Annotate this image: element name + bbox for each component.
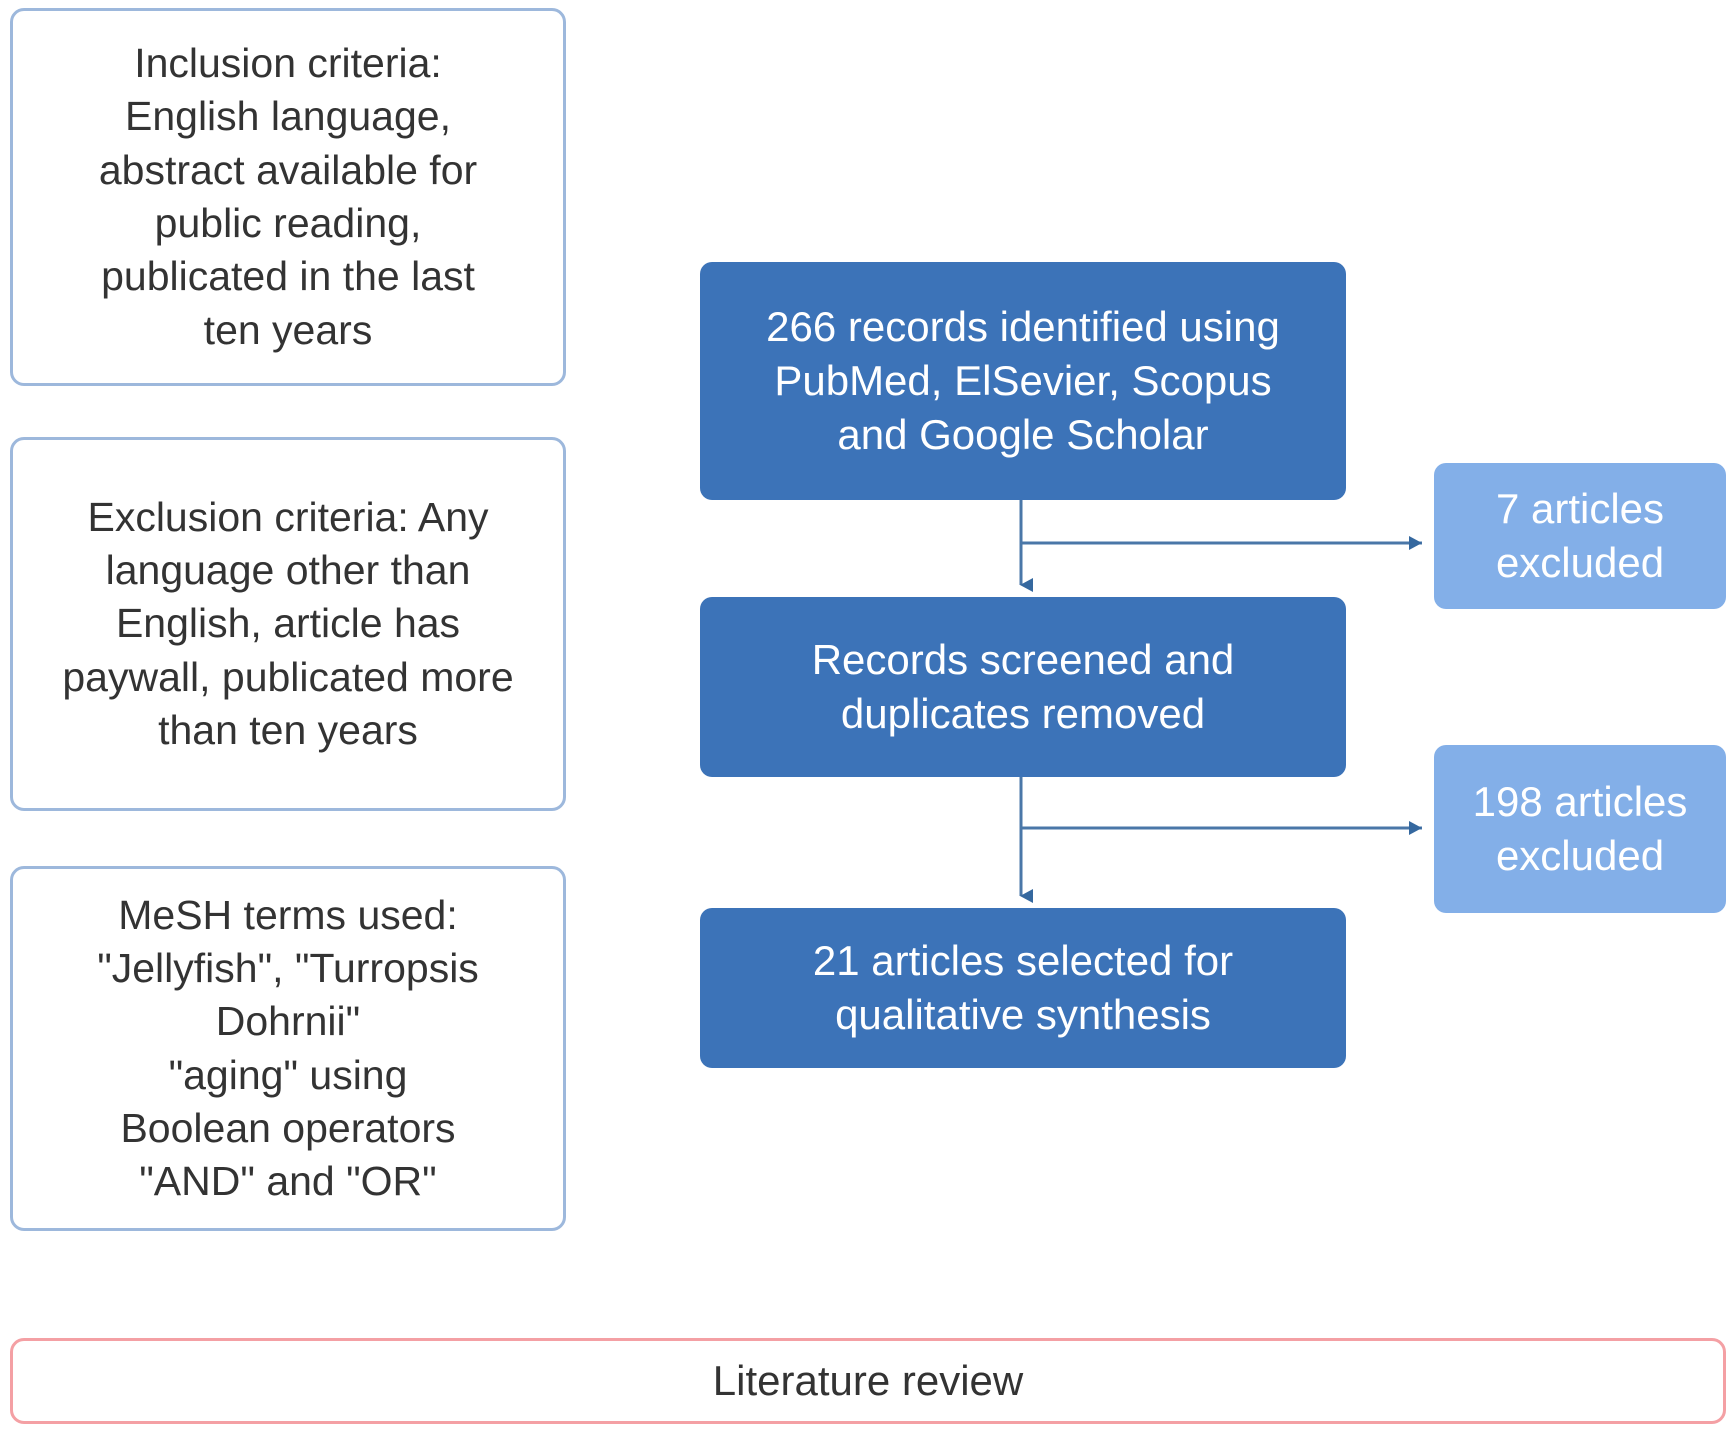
mesh-terms-box: MeSH terms used: "Jellyfish", "Turropsis… bbox=[10, 866, 566, 1231]
records-identified-box: 266 records identified using PubMed, ElS… bbox=[700, 262, 1346, 500]
literature-review-banner: Literature review bbox=[10, 1338, 1726, 1424]
records-screened-box: Records screened and duplicates removed bbox=[700, 597, 1346, 777]
inclusion-criteria-box: Inclusion criteria: English language, ab… bbox=[10, 8, 566, 386]
articles-excluded-second-box: 198 articles excluded bbox=[1434, 745, 1726, 913]
articles-selected-box: 21 articles selected for qualitative syn… bbox=[700, 908, 1346, 1068]
articles-excluded-first-box: 7 articles excluded bbox=[1434, 463, 1726, 609]
exclusion-criteria-box: Exclusion criteria: Any language other t… bbox=[10, 437, 566, 811]
